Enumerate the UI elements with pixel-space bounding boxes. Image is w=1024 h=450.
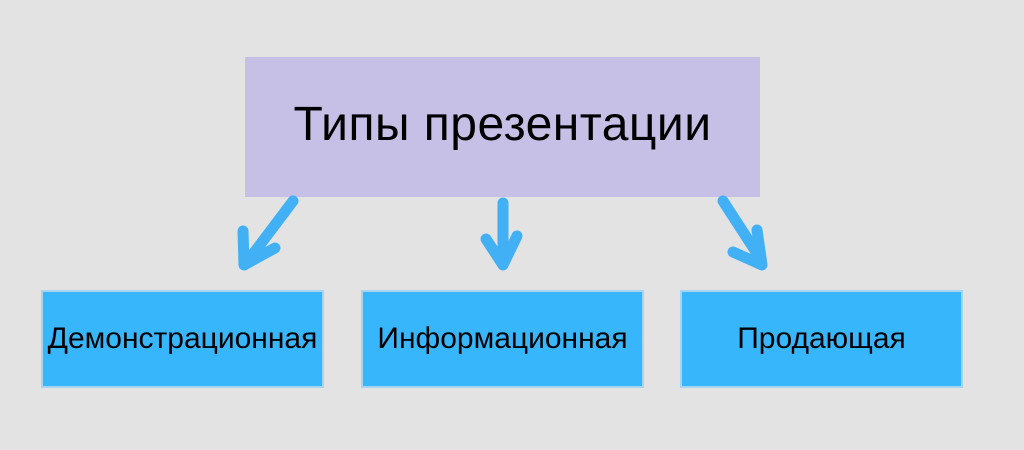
arrow-down-left-icon <box>237 195 299 271</box>
node-label: Демонстрационная <box>47 322 318 355</box>
title-node: Типы презентации <box>245 57 760 197</box>
node-label: Информационная <box>377 322 628 355</box>
node-label: Продающая <box>737 322 906 355</box>
node-information: Информационная <box>361 290 644 388</box>
arrow-down-right-icon <box>717 195 768 271</box>
node-selling: Продающая <box>680 290 963 388</box>
node-demonstration: Демонстрационная <box>41 290 324 388</box>
title-text: Типы презентации <box>293 97 712 151</box>
arrow-down-icon <box>480 197 523 271</box>
